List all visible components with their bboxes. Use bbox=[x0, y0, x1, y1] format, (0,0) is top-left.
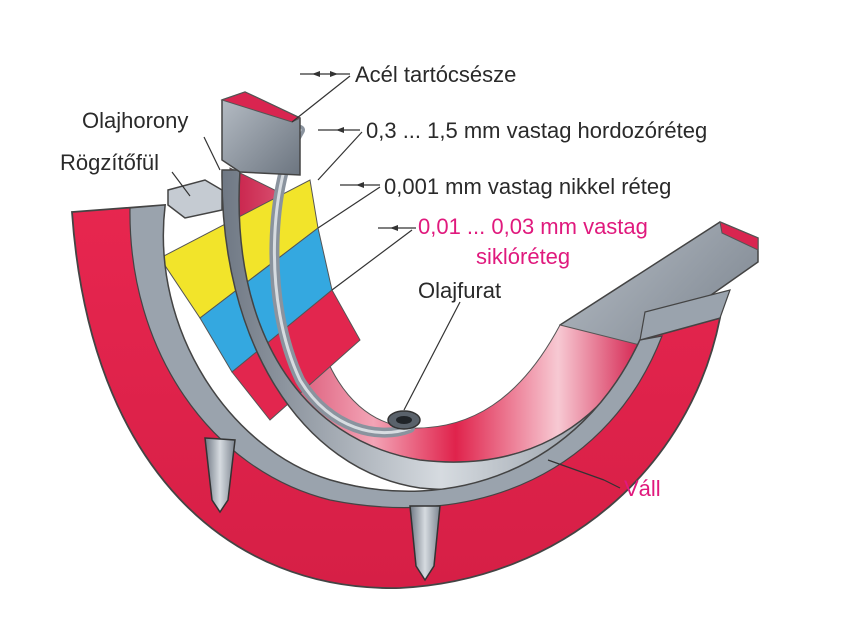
label-locking-lug: Rögzítőfül bbox=[60, 150, 159, 175]
label-oil-hole: Olajfurat bbox=[418, 278, 501, 303]
dimension-arrows bbox=[312, 71, 398, 231]
label-sliding-layer-line2: siklóréteg bbox=[476, 244, 570, 269]
right-shoulder-step bbox=[639, 289, 731, 341]
dowel-pin-left bbox=[204, 437, 236, 514]
label-nickel-layer: 0,001 mm vastag nikkel réteg bbox=[384, 174, 671, 199]
sliding-layer-band bbox=[231, 289, 361, 421]
locking-lug bbox=[167, 179, 223, 219]
label-sliding-layer-line1: 0,01 ... 0,03 mm vastag bbox=[418, 214, 648, 239]
label-steel-shell: Acél tartócsésze bbox=[355, 62, 516, 87]
dowel-pin-right bbox=[409, 505, 441, 582]
leader-lines bbox=[171, 73, 621, 489]
label-oil-groove: Olajhorony bbox=[82, 108, 188, 133]
right-end-red-edge bbox=[719, 221, 759, 251]
label-shoulder: Váll bbox=[624, 476, 661, 501]
label-carrier-layer: 0,3 ... 1,5 mm vastag hordozóréteg bbox=[366, 118, 707, 143]
